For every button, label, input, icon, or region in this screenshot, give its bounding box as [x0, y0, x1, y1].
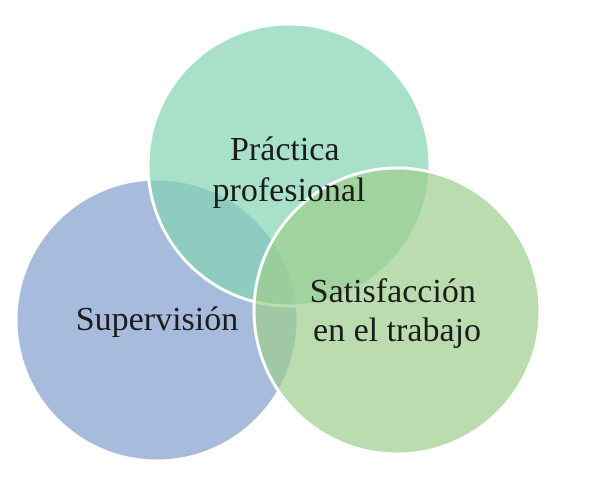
label-practica-line-2: profesional	[213, 172, 366, 209]
label-supervision: Supervisión	[76, 301, 238, 338]
label-satisfaccion-line-1: Satisfacción	[310, 273, 476, 310]
label-practica-line-1: Práctica	[230, 131, 340, 168]
label-supervision-line-1: Supervisión	[76, 301, 238, 338]
label-satisfaccion-en-el-trabajo: Satisfacción en el trabajo	[310, 273, 485, 349]
label-satisfaccion-line-2: en el trabajo	[313, 312, 481, 349]
circle-satisfaccion-en-el-trabajo	[252, 166, 542, 456]
label-practica-profesional: Práctica profesional	[213, 131, 366, 209]
